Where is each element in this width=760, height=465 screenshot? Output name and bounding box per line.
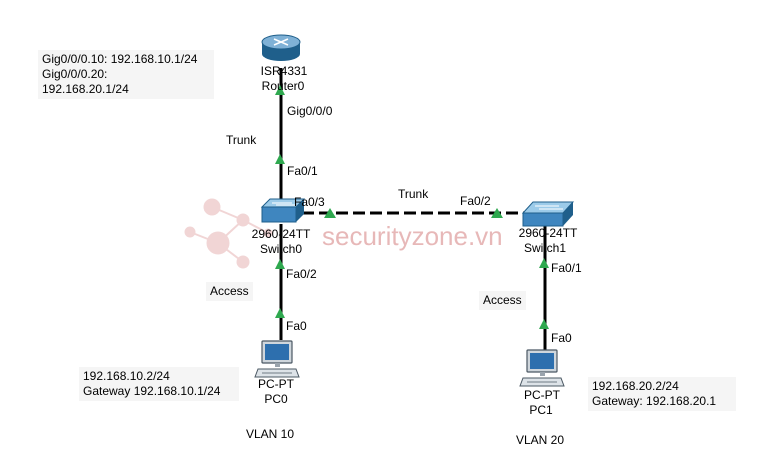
note-line: Gateway: 192.168.20.1 xyxy=(592,394,717,408)
link-type-label: Access xyxy=(479,291,526,310)
link-type-label: Trunk xyxy=(226,133,257,147)
note-line: 192.168.10.2/24 xyxy=(83,369,170,383)
pc1-model-label: PC-PT xyxy=(524,388,560,402)
pc0-port-label: Fa0 xyxy=(286,319,307,333)
pc1-port-label: Fa0 xyxy=(551,331,572,345)
pc1-name-label: PC1 xyxy=(529,403,553,417)
watermark-text: securityzone.vn xyxy=(322,221,503,251)
link-up-triangle xyxy=(275,308,285,318)
switch0-icon[interactable] xyxy=(260,198,306,223)
note-line: 192.168.20.1/24 xyxy=(42,82,129,96)
switch1-port-down-label: Fa0/1 xyxy=(551,261,582,275)
note-line: Gig0/0/0.20: xyxy=(42,67,108,81)
link-up-triangle xyxy=(275,154,285,164)
note-line: Gig0/0/0.10: 192.168.10.1/24 xyxy=(42,52,198,66)
switch0-port-up-label: Fa0/1 xyxy=(287,164,318,178)
pc0-model-label: PC-PT xyxy=(258,377,294,391)
link-up-triangle xyxy=(275,259,285,269)
link-up-triangle xyxy=(539,319,549,329)
switch0-port-right-label: Fa0/3 xyxy=(294,195,325,209)
router-port-label: Gig0/0/0 xyxy=(287,104,333,118)
switch0-port-down-label: Fa0/2 xyxy=(286,267,317,281)
pc0-ip-note: 192.168.10.2/24 Gateway 192.168.10.1/24 xyxy=(79,367,239,401)
watermark-logo xyxy=(184,198,273,269)
link-type-label: Trunk xyxy=(398,187,429,201)
switch1-icon[interactable] xyxy=(521,201,575,227)
pc0-vlan-label: VLAN 10 xyxy=(245,427,295,441)
link-up-triangle xyxy=(275,85,285,95)
router-name-label: Router0 xyxy=(261,79,305,93)
pc1-vlan-label: VLAN 20 xyxy=(515,433,565,447)
pc1-icon[interactable] xyxy=(519,349,565,387)
link-up-triangle xyxy=(491,208,503,218)
router-model-label: ISR4331 xyxy=(260,64,308,78)
switch1-model-label: 2960-24TT xyxy=(518,226,578,240)
switch1-name-label: Switch1 xyxy=(523,241,567,255)
link-up-triangle xyxy=(539,258,549,268)
switch0-name-label: Switch0 xyxy=(259,242,303,256)
note-line: Gateway 192.168.10.1/24 xyxy=(83,384,221,398)
pc0-name-label: PC0 xyxy=(264,392,288,406)
link-type-label: Access xyxy=(206,282,253,301)
switch1-port-left-label: Fa0/2 xyxy=(460,194,491,208)
pc0-icon[interactable] xyxy=(254,340,300,378)
pc1-ip-note: 192.168.20.2/24 Gateway: 192.168.20.1 xyxy=(588,377,736,411)
router-icon[interactable] xyxy=(261,34,301,61)
switch0-model-label: 2960-24TT xyxy=(251,227,311,241)
router-subinterface-note: Gig0/0/0.10: 192.168.10.1/24 Gig0/0/0.20… xyxy=(38,50,214,99)
link-up-triangle xyxy=(324,208,336,218)
note-line: 192.168.20.2/24 xyxy=(592,379,679,393)
